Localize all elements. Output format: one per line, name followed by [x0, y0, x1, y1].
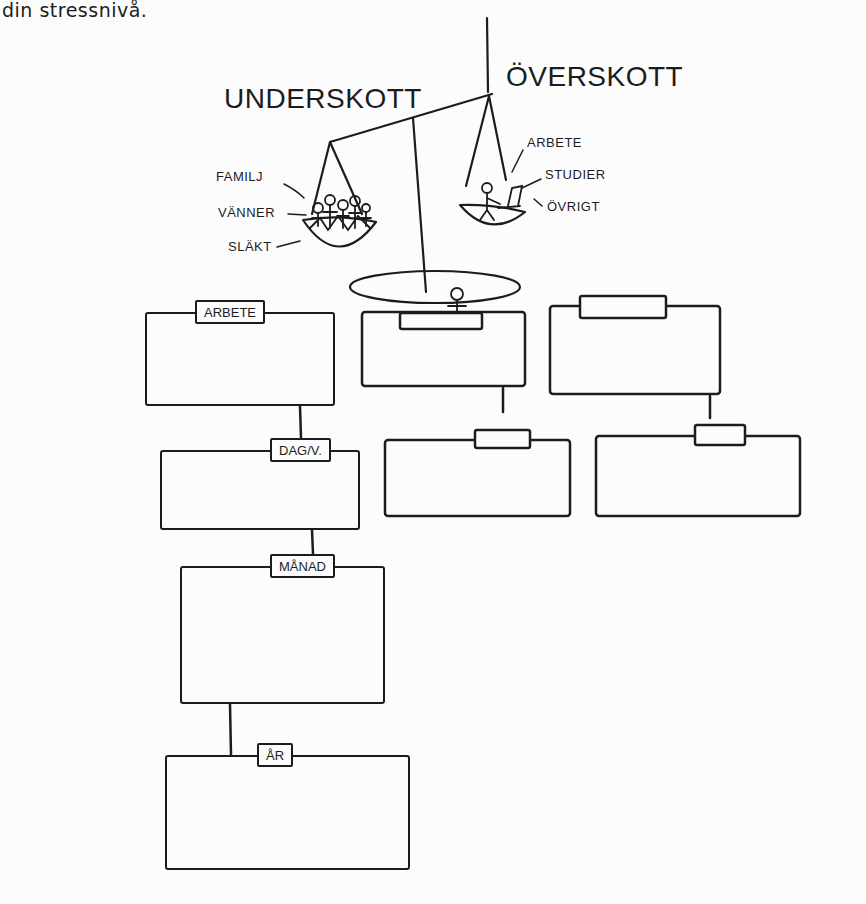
pan-label-text: STUDIER [545, 167, 606, 182]
pan-label-text: VÄNNER [218, 205, 275, 220]
pan-label: STUDIER [545, 168, 606, 182]
pan-label: SLÄKT [228, 240, 272, 254]
side-heading: UNDERSKOTT [224, 84, 422, 115]
tab-text: ARBETE [204, 305, 256, 320]
folder-box: MÅNAD [180, 566, 385, 704]
empty-folders [362, 296, 800, 516]
pan-label: FAMILJ [216, 170, 263, 184]
pan-label-text: SLÄKT [228, 239, 272, 254]
side-heading: ÖVERSKOTT [506, 62, 683, 93]
pan-label: ÖVRIGT [547, 200, 600, 214]
side-heading-text: UNDERSKOTT [224, 83, 422, 114]
leader-lines [277, 150, 542, 247]
folder-tab: ÅR [257, 743, 293, 767]
folder-tab: ARBETE [195, 300, 265, 324]
pan-label: VÄNNER [218, 206, 275, 220]
folder-link [230, 704, 231, 755]
folder-box: ARBETE [145, 312, 335, 406]
folder-tab: MÅNAD [270, 554, 335, 578]
folder-box: DAG/V. [160, 450, 360, 530]
folder-tab: DAG/V. [270, 438, 331, 462]
cut-caption-text: din stressnivå. [2, 0, 147, 21]
tab-text: DAG/V. [279, 443, 322, 458]
pan-label-text: FAMILJ [216, 169, 263, 184]
side-heading-text: ÖVERSKOTT [506, 61, 683, 92]
balance-scale [303, 18, 525, 303]
tab-text: ÅR [266, 748, 284, 763]
folder-links [503, 388, 710, 418]
cut-caption: din stressnivå. [2, 0, 147, 21]
pan-label-text: ÖVRIGT [547, 199, 600, 214]
pan-label: ARBETE [527, 136, 582, 150]
folder-box: ÅR [165, 755, 410, 870]
folder-link [312, 530, 313, 554]
tab-text: MÅNAD [279, 559, 326, 574]
folder-link [300, 406, 301, 438]
pan-label-text: ARBETE [527, 135, 582, 150]
